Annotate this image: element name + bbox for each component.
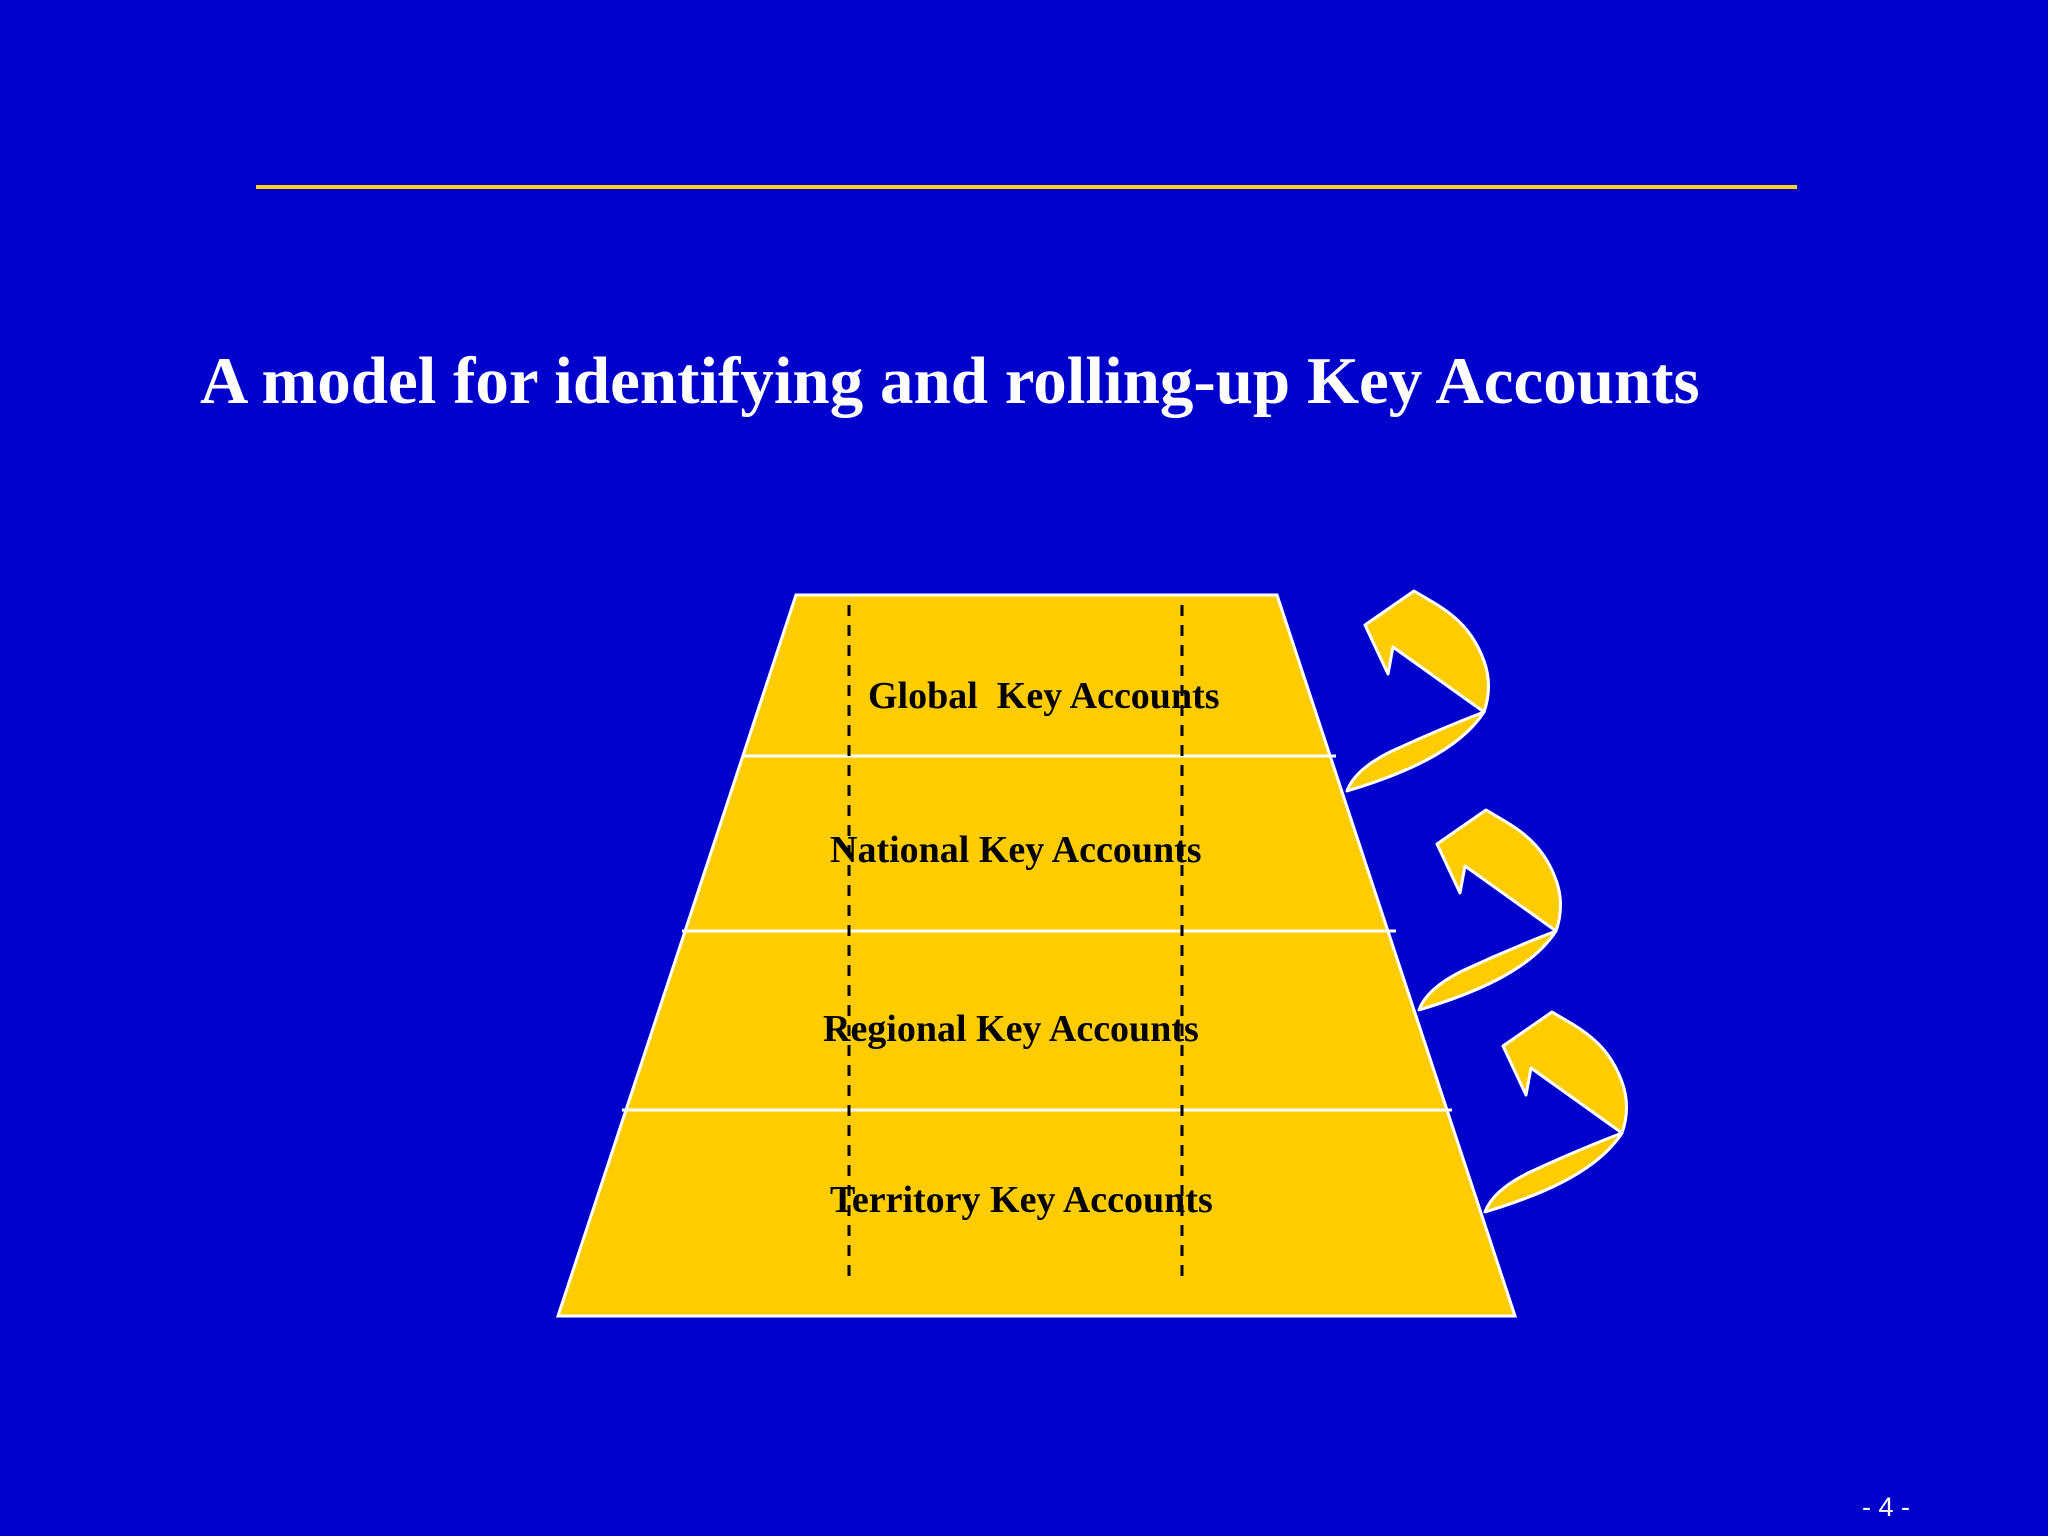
tier-label-national: National Key Accounts xyxy=(830,829,1202,871)
rollup-arrow-icon xyxy=(1483,1010,1628,1214)
tier-label-global: Global Key Accounts xyxy=(868,675,1220,717)
tier-label-territory: Territory Key Accounts xyxy=(830,1179,1213,1221)
rollup-arrow-icon xyxy=(1417,808,1562,1012)
tier-label-regional: Regional Key Accounts xyxy=(823,1008,1199,1050)
page-number: - 4 - xyxy=(1862,1492,1911,1522)
pyramid-shape xyxy=(555,593,1518,1318)
slide-title: A model for identifying and rolling-up K… xyxy=(200,344,1700,418)
rollup-arrow-icon xyxy=(1345,589,1490,793)
title-rule xyxy=(256,185,1797,189)
